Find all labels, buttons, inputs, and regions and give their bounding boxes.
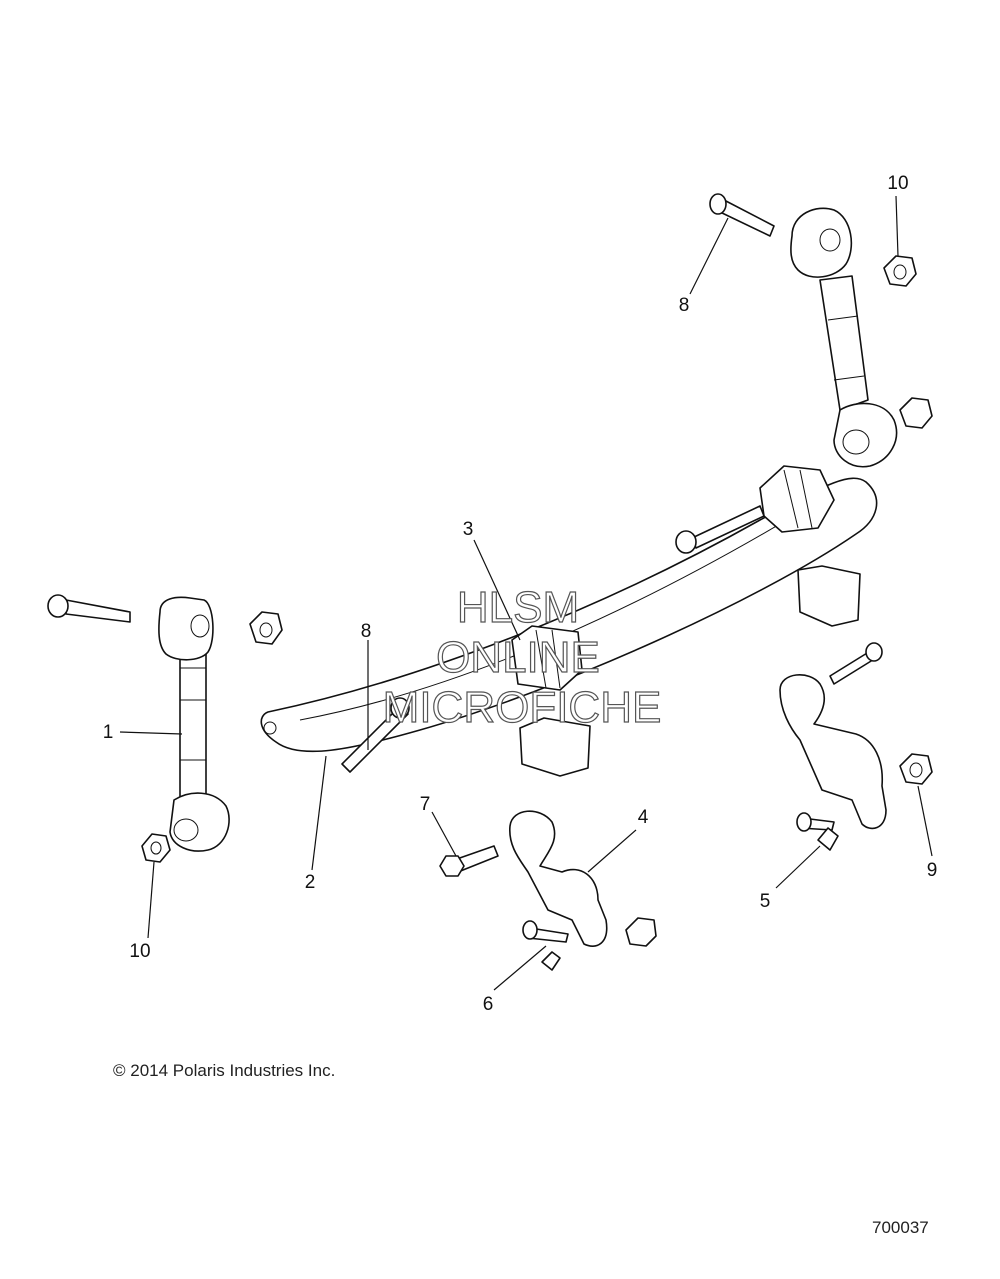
nut-center-bottom [625,917,657,947]
callout-10-right: 10 [887,173,908,194]
callout-8-center: 8 [361,621,372,642]
copyright-notice: © 2014 Polaris Industries Inc. [113,1061,336,1080]
bolt-small-right [829,642,883,685]
callout-labels: 1 2 3 4 5 6 7 8 8 9 10 10 [103,173,938,1015]
link-rod-right [790,207,898,468]
bushing-center-lower [519,717,591,777]
nut-left-top [249,611,283,645]
bolt-center [341,697,410,773]
bolt-mid-right [675,505,765,554]
callout-2: 2 [305,872,316,893]
callout-1: 1 [103,722,114,743]
bushing-center [511,625,583,691]
callout-3: 3 [463,519,474,540]
nut-9 [899,753,933,785]
bracket-center [509,810,608,947]
callout-7: 7 [420,794,431,815]
bushing-mid-right [797,565,861,627]
watermark-line-2: ONLINE [436,633,600,682]
bolt-right [709,193,775,237]
bushing-upper-right [759,465,835,533]
watermark: HLSM ONLINE MICROFICHE [382,582,662,732]
bolt-7 [439,845,499,877]
bolt-small-right-lower [796,812,835,832]
watermark-line-1: HLSM [457,583,579,632]
bolt-6 [522,920,569,943]
grease-fitting-left [541,951,561,971]
bracket-right [779,674,887,830]
callout-10-left: 10 [129,941,150,962]
nut-right-mid [899,397,933,429]
callout-4: 4 [638,807,649,828]
callout-8-top: 8 [679,295,690,316]
bolt-left [47,594,131,623]
watermark-line-3: MICROFICHE [383,683,662,732]
nut-right-top [883,255,917,287]
nut-left-bottom [141,833,171,863]
diagram-number: 700037 [872,1218,929,1237]
callout-5: 5 [760,891,771,912]
callout-6: 6 [483,994,494,1015]
callout-9: 9 [927,860,938,881]
link-rod-left [158,596,230,852]
grease-fitting-right [817,827,839,851]
leader-lines [119,195,933,991]
